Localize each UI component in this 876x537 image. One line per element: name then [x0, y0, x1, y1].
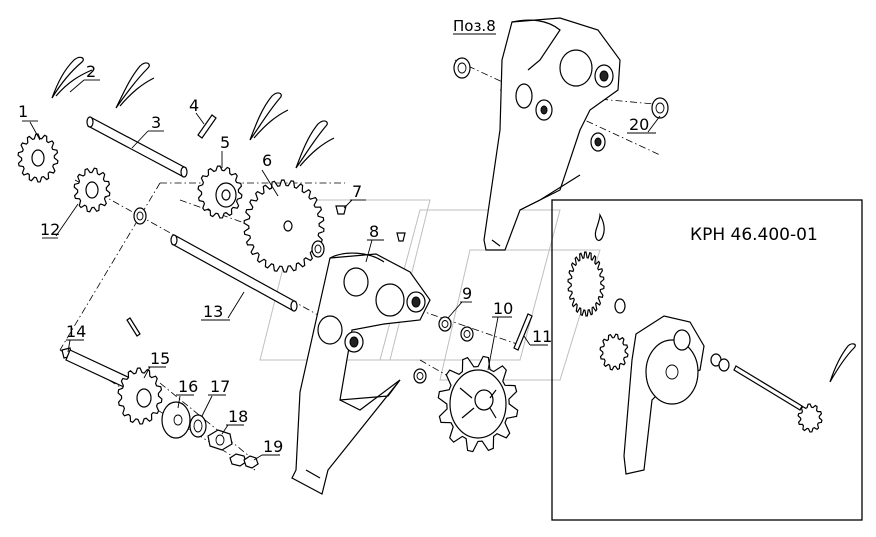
part-washer-17 — [189, 414, 207, 438]
part-nut-19 — [229, 453, 259, 469]
part-bracket-8 — [291, 252, 431, 495]
callout-20: 20 — [629, 115, 649, 134]
callout-16: 16 — [178, 377, 198, 396]
callout-13: 13 — [203, 302, 223, 321]
position-title: Поз.8 — [453, 17, 496, 35]
callout-7: 7 — [352, 182, 362, 201]
part-grease-fittings-7 — [335, 205, 406, 242]
part-r-clip-6 — [295, 120, 335, 169]
washers — [133, 207, 474, 384]
part-gear-12 — [73, 167, 111, 213]
leader-lines — [22, 33, 661, 461]
part-pin-4 — [197, 114, 217, 139]
part-sprocket-10 — [437, 355, 519, 453]
callout-15: 15 — [150, 349, 170, 368]
part-bushings-20 — [453, 57, 669, 119]
callout-19: 19 — [263, 437, 283, 456]
callout-11: 11 — [532, 327, 552, 346]
part-r-clip-upper — [115, 62, 155, 109]
part-shaft-13 — [170, 234, 298, 312]
callout-9: 9 — [462, 284, 472, 303]
part-r-clip-2 — [51, 56, 93, 99]
part-gear-6 — [243, 179, 325, 273]
part-pin-11 — [513, 313, 533, 351]
callout-2: 2 — [86, 62, 96, 81]
part-nut-18 — [207, 429, 233, 451]
part-shaft-3 — [86, 116, 188, 178]
part-gear-5 — [197, 165, 243, 219]
callout-18: 18 — [228, 407, 248, 426]
inset-title: КРН 46.400-01 — [690, 225, 818, 245]
callout-4: 4 — [189, 96, 199, 115]
callout-1: 1 — [18, 102, 28, 121]
inset-frame — [551, 199, 863, 521]
part-upper-bracket — [483, 17, 621, 251]
part-gear-15 — [117, 367, 163, 425]
inset-assembly — [567, 212, 856, 475]
callout-14: 14 — [66, 322, 86, 341]
callout-12: 12 — [40, 220, 60, 239]
callout-6: 6 — [262, 151, 272, 170]
callout-3: 3 — [151, 113, 161, 132]
part-r-clip-5 — [249, 92, 289, 141]
callout-5: 5 — [220, 133, 230, 152]
callout-17: 17 — [210, 377, 230, 396]
callout-labels: 1 2 3 4 5 6 7 8 9 10 11 12 13 14 15 16 1… — [18, 62, 649, 456]
part-washer-16 — [161, 401, 191, 439]
callout-8: 8 — [369, 222, 379, 241]
part-gear-1 — [17, 133, 59, 183]
callout-10: 10 — [493, 299, 513, 318]
